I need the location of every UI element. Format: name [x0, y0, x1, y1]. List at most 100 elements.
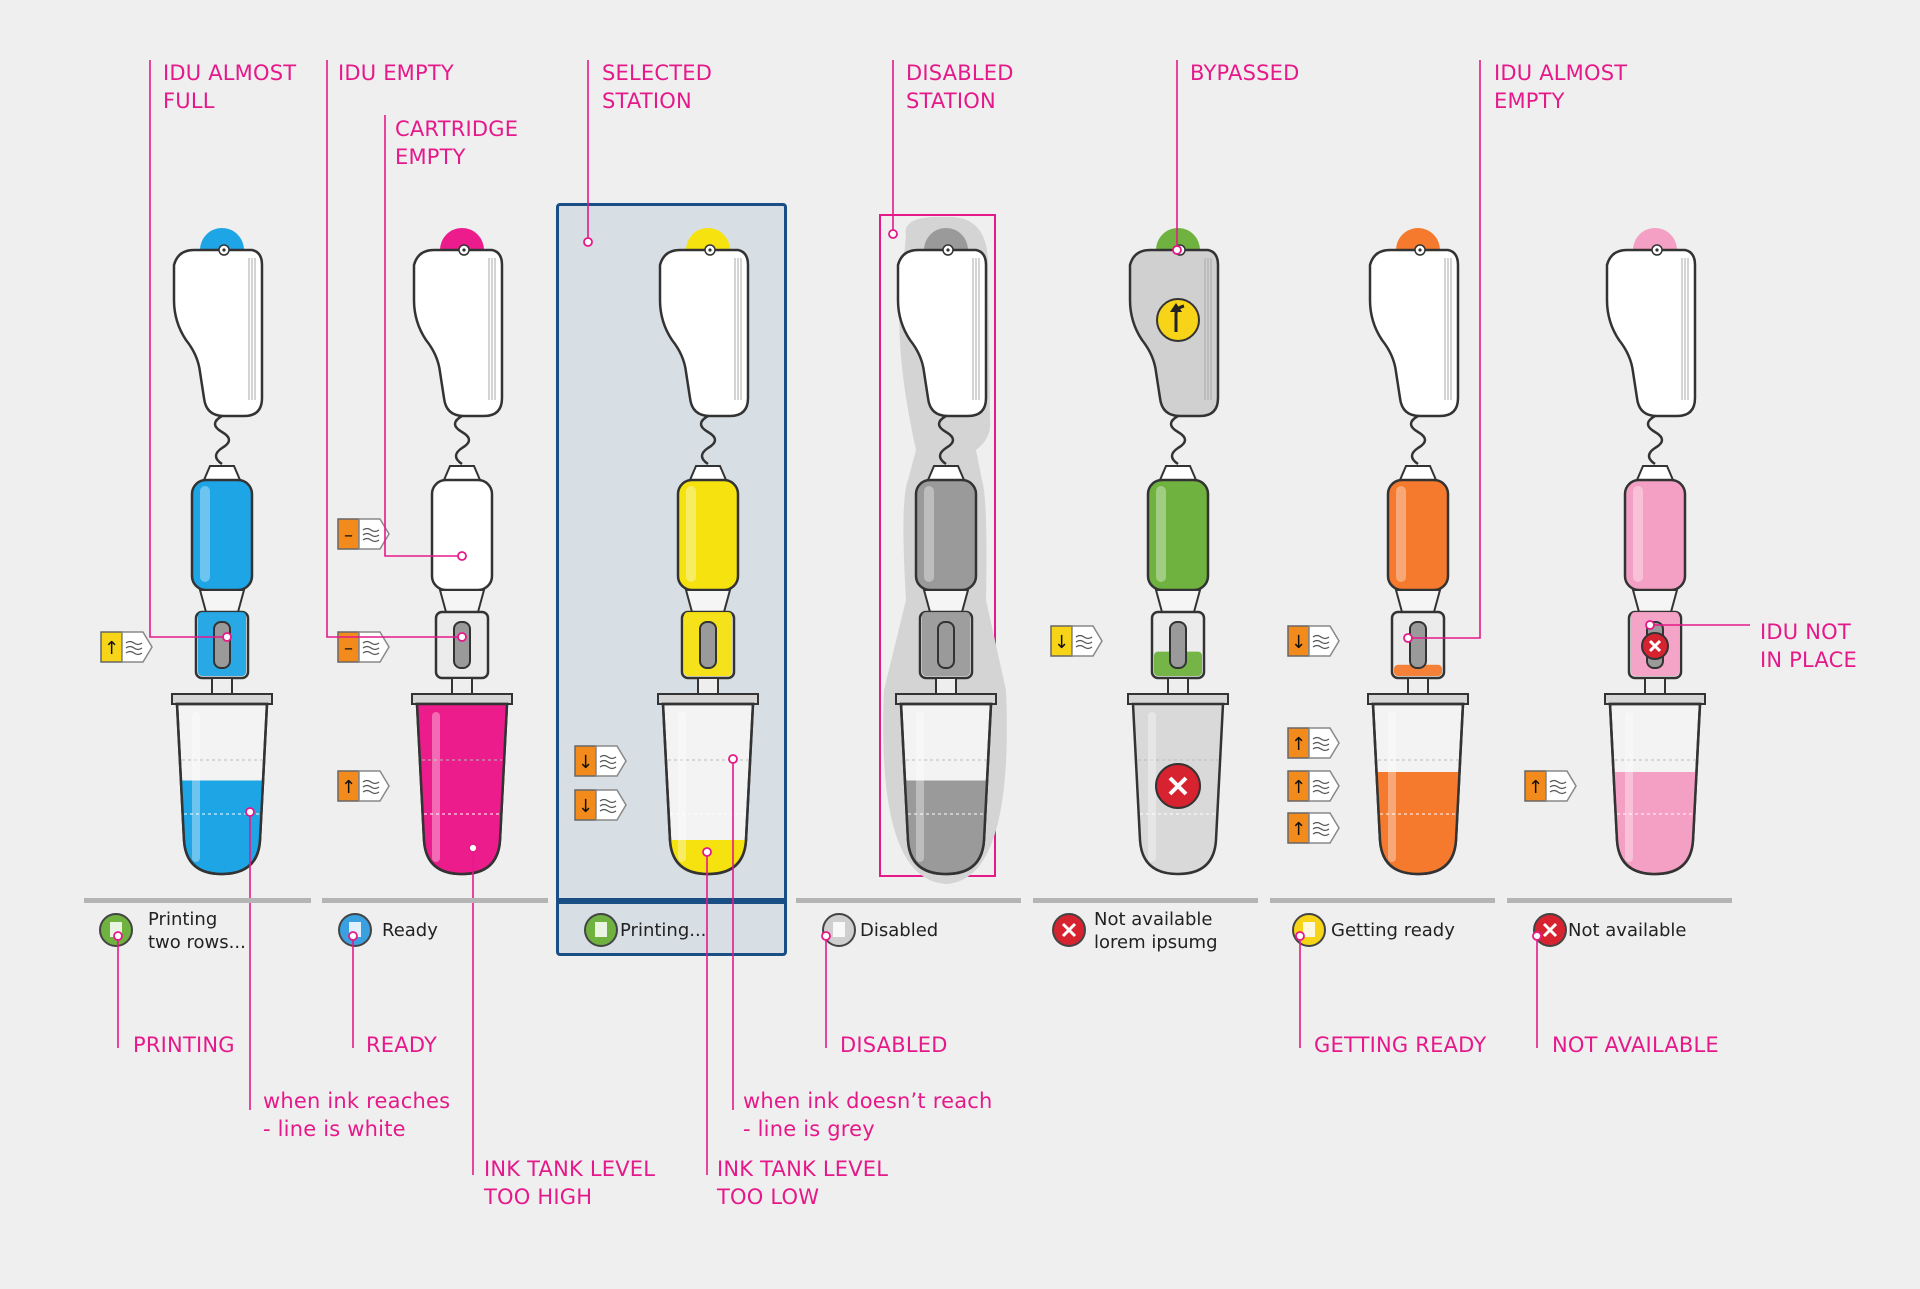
idu-neck [442, 465, 482, 481]
connector [198, 589, 246, 613]
tag-tank-too-low: ↓ [574, 745, 627, 777]
cartridge-cap [924, 228, 968, 250]
leader-idu-almost-full [149, 60, 227, 638]
printing-icon [99, 913, 133, 947]
tank-outline [899, 702, 993, 876]
cartridge-pin-dot [1655, 248, 1659, 252]
label-bypassed: BYPASSED [1190, 61, 1300, 85]
tank-highlight [1148, 712, 1156, 862]
leader-tank-too-high-dot [468, 843, 478, 853]
idu-neck [1635, 465, 1675, 481]
getting-ready-icon [1292, 913, 1326, 947]
leader-cartridge-empty [384, 115, 462, 557]
spring [213, 414, 231, 466]
cartridge-pin-dot [1418, 248, 1422, 252]
spring [453, 414, 471, 466]
cartridge-body [1368, 248, 1460, 418]
status-label-cyan: Printing two rows... [148, 909, 246, 953]
tag-particles-high: ↑ [1287, 727, 1340, 759]
idu-holder-ink [1394, 664, 1442, 676]
status-label-grey: Disabled [860, 920, 939, 941]
svg-text:↑: ↑ [1291, 777, 1306, 798]
leader-ink-not-reach-dot [728, 754, 738, 764]
svg-text:↓: ↓ [1054, 632, 1069, 653]
idu-neck [202, 465, 242, 481]
leader-ink-reaches-dot [245, 807, 255, 817]
svg-text:↓: ↓ [578, 796, 593, 817]
label-selected-station: SELECTED STATION [602, 61, 713, 113]
station-pink [1533, 228, 1706, 947]
idu-error-x [1648, 639, 1662, 653]
cartridge-pin-dot [462, 248, 466, 252]
idu-window [1409, 621, 1427, 669]
label-cartridge-empty: CARTRIDGE EMPTY [395, 117, 519, 169]
leader-idu-almost-empty [1408, 60, 1481, 639]
idu-neck [1158, 465, 1198, 481]
svg-text:↑: ↑ [1528, 777, 1543, 798]
printing-icon [584, 913, 618, 947]
tank-lid [1127, 693, 1229, 705]
tank-ink [901, 780, 991, 874]
tank-highlight [432, 712, 440, 862]
tag-temperature-low: ↓ [574, 789, 627, 821]
status-label-pink: Not available [1568, 920, 1687, 941]
baseline-1 [84, 898, 311, 903]
svg-text:↑: ↑ [104, 638, 119, 659]
label-not-available: NOT AVAILABLE [1552, 1033, 1719, 1057]
idu-window [1169, 621, 1187, 669]
connector [684, 589, 732, 613]
tag-idu-almost-full: ↑ [100, 631, 153, 663]
tank-outline [415, 702, 509, 876]
leader-disabled-dot [821, 931, 831, 941]
label-ink-reaches: when ink reaches - line is white [263, 1089, 451, 1141]
leader-tank-too-low-dot [702, 847, 712, 857]
station-green [1052, 228, 1229, 947]
tank-lid [895, 693, 997, 705]
cartridge-cap [686, 228, 730, 250]
cartridge-body [172, 248, 264, 418]
svg-text:↑: ↑ [1291, 819, 1306, 840]
tank-lid [411, 693, 513, 705]
tank-outline [661, 702, 755, 876]
tank-outline [175, 702, 269, 876]
label-disabled: DISABLED [840, 1033, 948, 1057]
cartridge-body [412, 248, 504, 418]
spring [1646, 414, 1664, 466]
tank-lid [1604, 693, 1706, 705]
tag-cartridge-empty: – [337, 518, 390, 550]
leader-ready-dot [348, 931, 358, 941]
not-available-icon [1533, 913, 1567, 947]
leader-idu-not-in-place-dot [1645, 620, 1655, 630]
leader-printing-dot [113, 931, 123, 941]
label-getting-ready: GETTING READY [1314, 1033, 1487, 1057]
cartridge-cap [440, 228, 484, 250]
status-label-orange: Getting ready [1331, 920, 1455, 941]
idu-window [213, 621, 231, 669]
baseline-6 [1270, 898, 1495, 903]
idu-highlight [440, 486, 450, 582]
tag-temperature-high: ↑ [1287, 770, 1340, 802]
tag-tank-too-high: ↑ [337, 770, 390, 802]
station-grey [822, 216, 1007, 947]
tank-ink [1610, 772, 1700, 874]
leader-cartridge-empty-dot [457, 551, 467, 561]
idu-neck [926, 465, 966, 481]
station-magenta [338, 228, 513, 947]
tank-lid [1367, 693, 1469, 705]
label-ink-not-reach: when ink doesn’t reach - line is grey [743, 1089, 993, 1141]
label-tank-too-low: INK TANK LEVEL TOO LOW [717, 1157, 889, 1209]
tag-idu-almost-empty: ↓ [1287, 625, 1340, 657]
status-label-yellow: Printing... [620, 920, 707, 941]
spring [1409, 414, 1427, 466]
idu-window [699, 621, 717, 669]
disabled-icon [822, 913, 856, 947]
label-ready: READY [366, 1033, 438, 1057]
label-idu-not-in-place: IDU NOT IN PLACE [1760, 620, 1857, 672]
tank-highlight [916, 712, 924, 862]
tank-lid [657, 693, 759, 705]
cartridge-body [1605, 248, 1697, 418]
spring [1169, 414, 1187, 466]
cartridge-cap [1396, 228, 1440, 250]
connector [1394, 589, 1442, 613]
